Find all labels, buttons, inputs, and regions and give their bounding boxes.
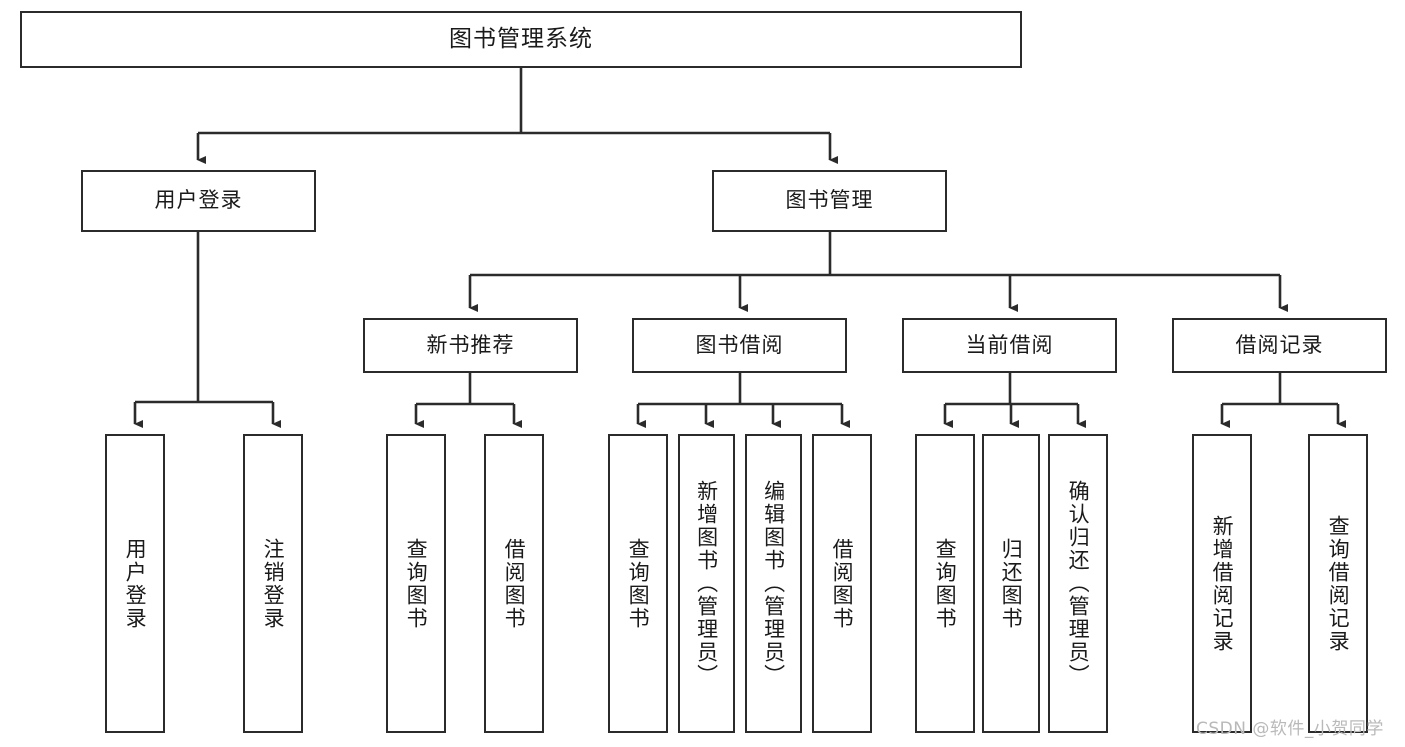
leaf-query-book-newbook[interactable]: 查询图书 xyxy=(386,434,446,733)
leaf-borrow-book-newbook[interactable]: 借阅图书 xyxy=(484,434,544,733)
leaf-label: 注销登录 xyxy=(261,537,286,630)
edges-borrow-to-leaves xyxy=(636,373,850,428)
leaf-edit-book-admin[interactable]: 编辑图书（管理员） xyxy=(745,434,802,733)
leaf-label: 查询图书 xyxy=(626,537,651,630)
leaf-label: 借阅图书 xyxy=(502,537,527,630)
leaf-label: 归还图书 xyxy=(999,537,1024,630)
leaf-label: 用户登录 xyxy=(123,537,148,630)
leaf-label: 编辑图书（管理员） xyxy=(761,480,786,687)
leaf-query-book-current[interactable]: 查询图书 xyxy=(915,434,975,733)
leaf-confirm-return-admin[interactable]: 确认归还（管理员） xyxy=(1048,434,1108,733)
leaf-label: 新增借阅记录 xyxy=(1210,514,1235,653)
leaf-label: 查询借阅记录 xyxy=(1326,514,1351,653)
leaf-label: 查询图书 xyxy=(404,537,429,630)
edges-bookmgmt-to-level3 xyxy=(468,232,1288,312)
leaf-borrow-book[interactable]: 借阅图书 xyxy=(812,434,872,733)
leaf-query-borrow-record[interactable]: 查询借阅记录 xyxy=(1308,434,1368,733)
node-borrow-records[interactable]: 借阅记录 xyxy=(1172,318,1387,373)
node-book-management[interactable]: 图书管理 xyxy=(712,170,947,232)
leaf-user-login[interactable]: 用户登录 xyxy=(105,434,165,733)
leaf-label: 查询图书 xyxy=(933,537,958,630)
leaf-user-logout[interactable]: 注销登录 xyxy=(243,434,303,733)
leaf-label: 确认归还（管理员） xyxy=(1066,480,1091,687)
edges-newbook-to-leaves xyxy=(414,373,522,428)
edges-root-to-level2 xyxy=(196,68,838,164)
node-root-system[interactable]: 图书管理系统 xyxy=(20,11,1022,68)
node-new-book-recommend[interactable]: 新书推荐 xyxy=(363,318,578,373)
edges-records-to-leaves xyxy=(1220,373,1346,428)
leaf-label: 新增图书（管理员） xyxy=(694,480,719,687)
watermark-text: CSDN @软件_小贺同学 xyxy=(1196,719,1384,739)
node-user-login[interactable]: 用户登录 xyxy=(81,170,316,232)
leaf-add-borrow-record[interactable]: 新增借阅记录 xyxy=(1192,434,1252,733)
node-current-borrow[interactable]: 当前借阅 xyxy=(902,318,1117,373)
leaf-add-book-admin[interactable]: 新增图书（管理员） xyxy=(678,434,735,733)
leaf-label: 借阅图书 xyxy=(830,537,855,630)
node-book-borrow[interactable]: 图书借阅 xyxy=(632,318,847,373)
leaf-return-book[interactable]: 归还图书 xyxy=(982,434,1040,733)
edges-current-to-leaves xyxy=(943,373,1086,428)
edges-userlogin-to-leaves xyxy=(133,232,281,428)
leaf-query-book-borrow[interactable]: 查询图书 xyxy=(608,434,668,733)
